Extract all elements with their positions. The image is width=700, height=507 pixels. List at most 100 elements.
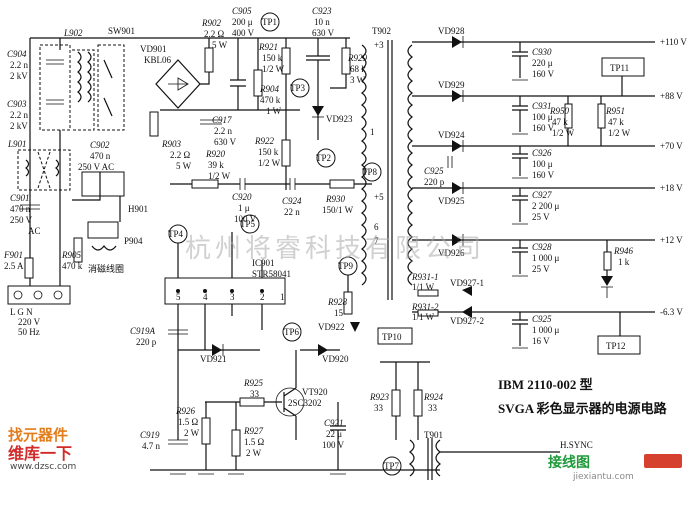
label-vd901-part: KBL06 <box>144 55 172 65</box>
label-pin4: 4 <box>203 292 208 302</box>
output-rails <box>338 36 655 355</box>
label-r920-value: 39 k <box>208 160 224 170</box>
label-c920-rating: 100 V <box>234 214 257 224</box>
label-r929-power: 3 W <box>350 75 366 85</box>
label-r921-value: 150 k <box>262 53 283 63</box>
label-r924-value: 33 <box>428 403 438 413</box>
label-r951-power: 1/2 W <box>608 128 631 138</box>
label-pin-plus5: +5 <box>374 192 384 202</box>
rail-cap-label: C925 <box>532 314 552 324</box>
label-vd920: VD920 <box>322 354 349 364</box>
label-r931-1-value: 1/1 W <box>412 282 435 292</box>
label-c902-value: 470 n <box>90 151 111 161</box>
label-r950-value: 47 k <box>552 117 568 127</box>
rail-cap-label: C931 <box>532 101 552 111</box>
label-c901-ac: AC <box>28 226 41 236</box>
rail-cap-rating: 160 V <box>532 170 555 180</box>
label-c919a-value: 220 p <box>136 337 157 347</box>
label-c905-rating: 400 V <box>232 28 255 38</box>
label-r929: R929 <box>347 53 367 63</box>
ic901-switching <box>150 232 560 480</box>
label-mains-frequency: 50 Hz <box>18 327 40 337</box>
label-r904-power: 1 W <box>266 106 282 116</box>
label-l901: L901 <box>7 139 27 149</box>
label-r951: R951 <box>605 106 625 116</box>
label-tp12: TP12 <box>606 341 626 351</box>
label-c901: C901 <box>10 193 30 203</box>
label-c925-small: C925 <box>424 166 444 176</box>
label-p904: P904 <box>124 236 143 246</box>
rail-cap-value: 1 000 μ <box>532 253 560 263</box>
mains-input-section <box>7 37 125 305</box>
site-logo-name: 接线图 <box>548 455 590 471</box>
label-r930: R930 <box>325 194 345 204</box>
label-t901: T901 <box>424 430 443 440</box>
label-r951-value: 47 k <box>608 117 624 127</box>
rail-output-label: +70 V <box>660 141 683 151</box>
label-r902: R902 <box>201 18 221 28</box>
label-vd901: VD901 <box>140 44 167 54</box>
label-r926-power: 2 W <box>184 428 200 438</box>
rail-cap-value: 1 000 μ <box>532 325 560 335</box>
rail-cap-rating: 16 V <box>532 336 550 346</box>
rail-diode-label: VD928 <box>438 26 465 36</box>
label-r927-power: 2 W <box>246 448 262 458</box>
rail-cap-rating: 25 V <box>532 264 550 274</box>
rail-output-label: +110 V <box>660 37 687 47</box>
rail-cap-rating: 160 V <box>532 123 555 133</box>
label-t902: T902 <box>372 26 391 36</box>
label-c917-rating: 630 V <box>214 137 237 147</box>
label-pin-1: 1 <box>370 127 375 137</box>
label-c923-rating: 630 V <box>312 28 335 38</box>
rail-output-label: +18 V <box>660 183 683 193</box>
rail-cap-rating: 160 V <box>532 69 555 79</box>
label-r904: R904 <box>259 84 279 94</box>
label-r923: R923 <box>369 392 389 402</box>
label-r926-value: 1.5 Ω <box>178 417 199 427</box>
label-r922-power: 1/2 W <box>258 158 281 168</box>
caption-title: SVGA 彩色显示器的电源电路 <box>498 401 667 416</box>
label-lgn: L G N <box>10 307 33 317</box>
rail-cap-label: C928 <box>532 242 552 252</box>
label-vd923: VD923 <box>326 114 353 124</box>
label-r922-value: 150 k <box>258 147 279 157</box>
label-ic901-part: STR58041 <box>252 269 291 279</box>
label-c902: C902 <box>90 140 110 150</box>
label-c902-rating: 250 V AC <box>78 162 114 172</box>
label-c905: C905 <box>232 6 252 16</box>
label-c904-value: 2.2 n <box>10 60 29 70</box>
label-f901: F901 <box>3 250 23 260</box>
label-r920: R920 <box>205 149 225 159</box>
label-tp3: TP3 <box>290 83 306 93</box>
label-r923-value: 33 <box>374 403 384 413</box>
label-r902-power: 5 W <box>212 40 228 50</box>
rail-cap-label: C926 <box>532 148 552 158</box>
label-c923-value: 10 n <box>314 17 330 27</box>
label-pin2: 2 <box>260 292 265 302</box>
label-r931-1: R931-1 <box>411 272 439 282</box>
watermark-text: 杭州将睿科技有限公司 <box>185 234 486 264</box>
label-mains-voltage: 220 V <box>18 317 41 327</box>
label-c903-value: 2.2 n <box>10 110 29 120</box>
label-r903: R903 <box>161 139 181 149</box>
label-c905-value: 200 μ <box>232 17 253 27</box>
label-tp10: TP10 <box>382 332 402 342</box>
label-degauss-coil: 消磁线圈 <box>88 263 124 274</box>
label-hsync: H.SYNC <box>560 440 593 450</box>
label-c923: C923 <box>312 6 332 16</box>
label-r903-power: 5 W <box>176 161 192 171</box>
label-c901-rating: 250 V <box>10 215 33 225</box>
label-r925: R925 <box>243 378 263 388</box>
label-c919-value: 4.7 n <box>142 441 161 451</box>
label-r921: R921 <box>258 42 278 52</box>
label-r924: R924 <box>423 392 443 402</box>
label-pin1: 1 <box>280 292 285 302</box>
dzsc-logo-url: www.dzsc.com <box>10 462 77 472</box>
label-vd927-1: VD927-1 <box>450 278 484 288</box>
bridge-and-primary <box>120 12 382 244</box>
label-tp7: TP7 <box>384 461 400 471</box>
label-r920-power: 1/2 W <box>208 171 231 181</box>
label-r928-value: 15 <box>334 308 344 318</box>
rail-diode-label: VD924 <box>438 130 465 140</box>
rail-cap-label: C930 <box>532 47 552 57</box>
